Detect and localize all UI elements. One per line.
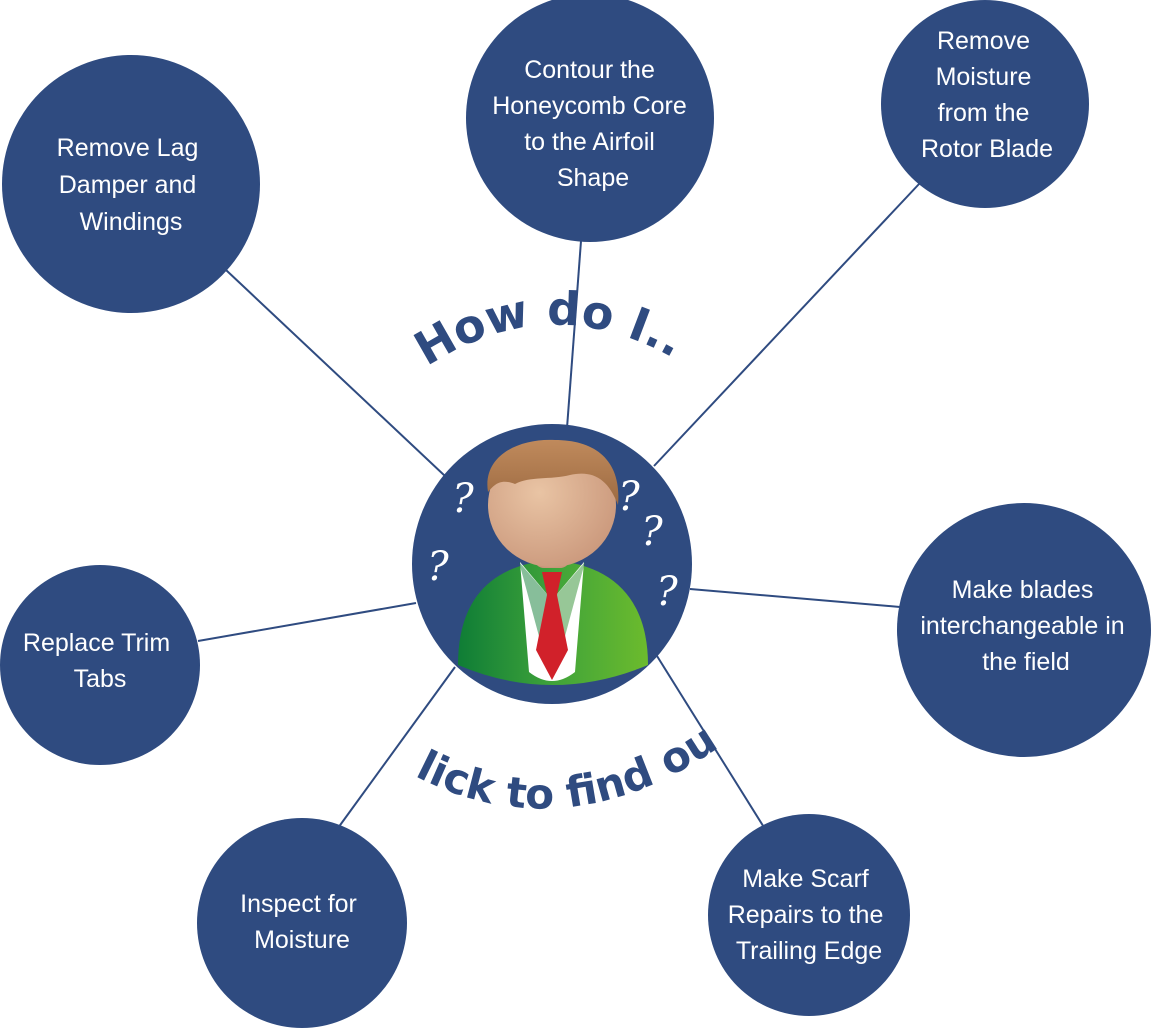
topic-circle[interactable] xyxy=(708,814,910,1016)
question-mark: ? xyxy=(656,569,678,615)
topic-circle[interactable] xyxy=(0,565,200,765)
question-mark: ? xyxy=(427,544,449,590)
confused-person-icon xyxy=(458,439,648,685)
topic-honeycomb[interactable]: Contour the Honeycomb Core to the Airfoi… xyxy=(466,0,714,242)
topic-circle[interactable] xyxy=(2,55,260,313)
connector-trim-tabs xyxy=(197,602,417,642)
question-mark: ? xyxy=(641,509,663,555)
topic-trim-tabs[interactable]: Replace Trim Tabs xyxy=(0,565,200,765)
topic-circle[interactable] xyxy=(197,818,407,1028)
connector-scarf-repairs xyxy=(656,655,766,830)
connector-lag-damper xyxy=(225,269,446,477)
question-mark: ? xyxy=(452,476,474,522)
topic-label: Make Scarf Repairs to the Trailing Edge xyxy=(728,865,891,965)
connectors xyxy=(197,183,920,830)
connector-honeycomb xyxy=(566,240,582,429)
topic-label: Remove Moisture from the Rotor Blade xyxy=(921,27,1053,163)
topic-interchangeable[interactable]: Make blades interchangeable in the field xyxy=(897,503,1151,757)
topic-circle[interactable] xyxy=(897,503,1151,757)
topic-label: Make blades interchangeable in the field xyxy=(920,576,1131,676)
topic-scarf-repairs[interactable]: Make Scarf Repairs to the Trailing Edge xyxy=(708,814,910,1016)
topic-label: Contour the Honeycomb Core to the Airfoi… xyxy=(492,56,693,192)
topic-lag-damper[interactable]: Remove Lag Damper and Windings xyxy=(2,55,260,313)
topic-label: Replace Trim Tabs xyxy=(23,629,177,693)
topic-moisture-removal[interactable]: Remove Moisture from the Rotor Blade xyxy=(881,0,1089,208)
topic-circle[interactable] xyxy=(881,0,1089,208)
connector-inspect-moisture xyxy=(337,666,456,829)
topic-label: Inspect for Moisture xyxy=(240,890,364,954)
center-person: ? ? ? ? ? xyxy=(412,424,692,704)
topic-circle[interactable] xyxy=(466,0,714,242)
connector-interchangeable xyxy=(689,588,901,608)
topic-inspect-moisture[interactable]: Inspect for Moisture xyxy=(197,818,407,1028)
topic-label: Remove Lag Damper and Windings xyxy=(57,134,206,236)
connector-moisture-removal xyxy=(653,183,920,467)
question-mark: ? xyxy=(618,474,640,520)
